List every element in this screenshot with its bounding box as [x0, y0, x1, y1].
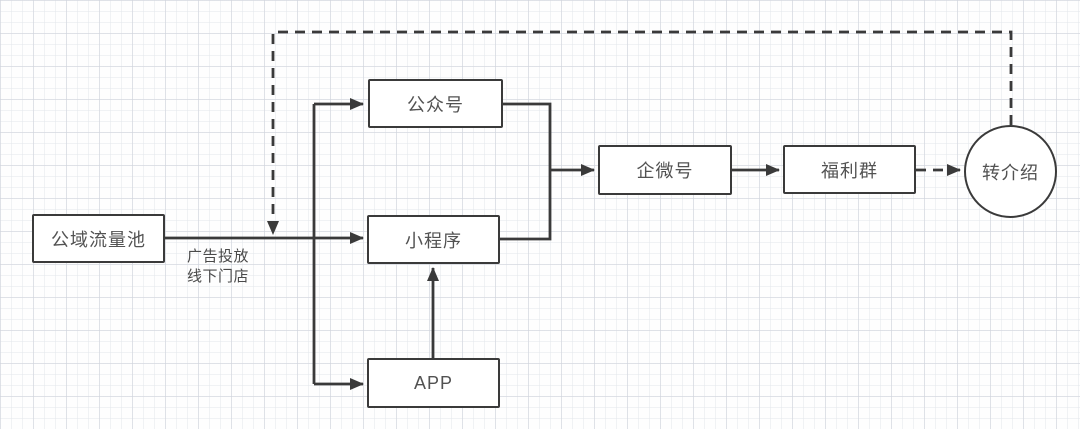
node-welfare-group: 福利群: [783, 145, 916, 194]
node-referral: 转介绍: [964, 125, 1057, 218]
node-public-traffic-pool: 公域流量池: [32, 214, 165, 263]
node-welfare-group-label: 福利群: [821, 160, 878, 181]
edge-label-ad-placement: 广告投放: [187, 248, 250, 265]
node-referral-label: 转介绍: [982, 162, 1039, 183]
node-app: APP: [367, 358, 500, 408]
node-mini-program-label: 小程序: [405, 230, 462, 251]
node-enterprise-wechat: 企微号: [598, 145, 732, 195]
node-app-label: APP: [413, 372, 454, 393]
edge-label-offline-store: 线下门店: [187, 268, 250, 286]
node-official-account: 公众号: [368, 79, 503, 128]
node-official-account-label: 公众号: [407, 94, 464, 115]
edge-referral-loopback: [267, 30, 1013, 235]
node-enterprise-wechat-label: 企微号: [636, 161, 694, 181]
node-mini-program: 小程序: [367, 215, 500, 264]
edge-label-channels: 广告投放 线下门店: [187, 247, 249, 288]
edge-official-mini-merge: [500, 102, 552, 241]
node-public-traffic-pool-label: 公域流量池: [51, 229, 146, 250]
